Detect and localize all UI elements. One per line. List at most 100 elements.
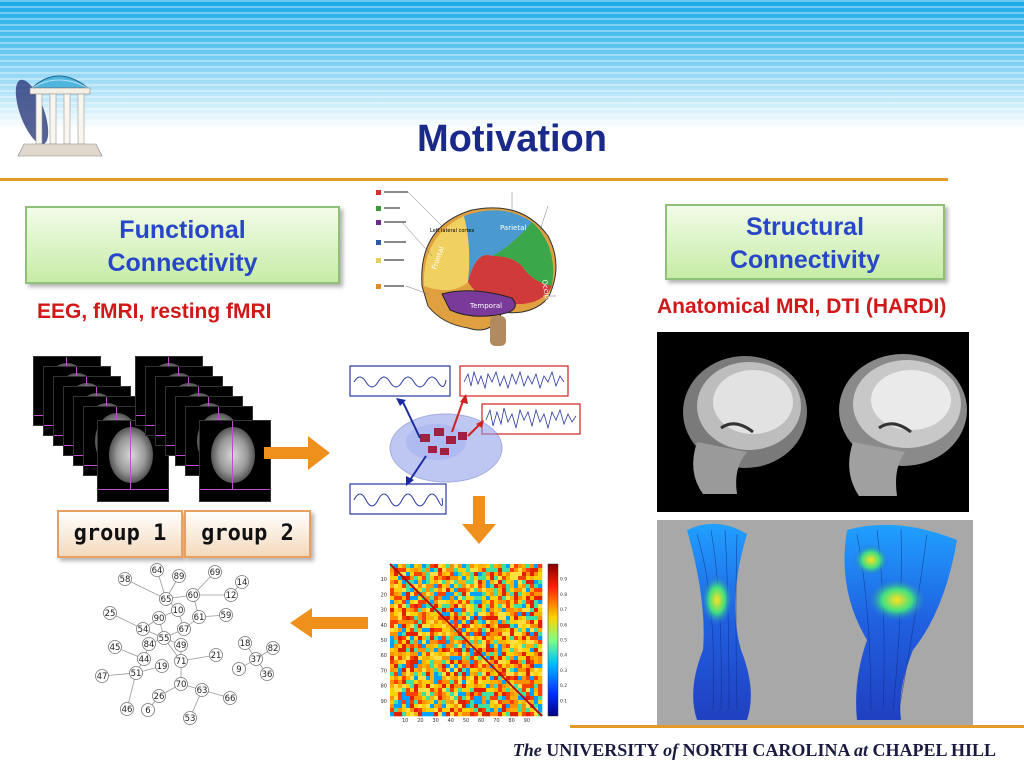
functional-connectivity-heading: Functional Connectivity bbox=[25, 206, 340, 284]
network-node: 53 bbox=[183, 711, 197, 725]
colorbar-tick: 0.1 bbox=[560, 698, 567, 704]
colorbar-tick: 0.2 bbox=[560, 683, 567, 689]
svg-text:49: 49 bbox=[176, 641, 187, 651]
matrix-x-tick: 60 bbox=[478, 718, 484, 724]
svg-text:69: 69 bbox=[210, 568, 221, 578]
colorbar-tick: 0.9 bbox=[560, 577, 567, 583]
matrix-x-tick: 30 bbox=[432, 718, 438, 724]
network-node: 65 bbox=[159, 592, 173, 606]
lobe-legend bbox=[376, 190, 408, 289]
network-node: 82 bbox=[266, 641, 280, 655]
page-title: Motivation bbox=[417, 118, 607, 160]
network-node: 14 bbox=[235, 575, 249, 589]
matrix-y-tick: 10 bbox=[381, 577, 387, 583]
svg-text:64: 64 bbox=[152, 566, 163, 576]
svg-text:65: 65 bbox=[161, 595, 172, 605]
fmri-stack-group2 bbox=[135, 356, 271, 506]
network-node: 26 bbox=[152, 689, 166, 703]
network-node: 19 bbox=[155, 659, 169, 673]
svg-text:37: 37 bbox=[251, 655, 262, 665]
anatomical-mri-image bbox=[657, 332, 969, 512]
university-footer: The UNIVERSITY of NORTH CAROLINA at CHAP… bbox=[512, 740, 996, 760]
network-node: 18 bbox=[238, 636, 252, 650]
svg-text:45: 45 bbox=[110, 643, 121, 653]
colorbar-tick: 0.4 bbox=[560, 653, 567, 659]
svg-text:66: 66 bbox=[225, 694, 236, 704]
network-node: 69 bbox=[208, 565, 222, 579]
svg-text:60: 60 bbox=[188, 591, 199, 601]
svg-text:84: 84 bbox=[144, 640, 155, 650]
matrix-y-tick: 40 bbox=[381, 623, 387, 629]
svg-text:19: 19 bbox=[157, 662, 168, 672]
old-well-logo bbox=[15, 75, 103, 157]
network-node: 46 bbox=[120, 702, 134, 716]
network-node: 25 bbox=[103, 606, 117, 620]
matrix-y-tick: 60 bbox=[381, 653, 387, 659]
brain-label-parietal: Parietal bbox=[500, 224, 526, 232]
svg-text:61: 61 bbox=[194, 613, 205, 623]
network-node: 12 bbox=[224, 588, 238, 602]
timeseries-box-3 bbox=[481, 403, 581, 435]
svg-text:44: 44 bbox=[139, 655, 150, 665]
matrix-x-tick: 80 bbox=[508, 718, 514, 724]
timeseries-figure bbox=[349, 365, 581, 515]
svg-text:90: 90 bbox=[154, 614, 165, 624]
down-arrow bbox=[462, 496, 496, 544]
svg-text:89: 89 bbox=[174, 572, 185, 582]
svg-text:12: 12 bbox=[226, 591, 237, 601]
svg-text:67: 67 bbox=[179, 625, 190, 635]
structural-connectivity-heading: Structural Connectivity bbox=[665, 204, 945, 280]
network-node: 58 bbox=[118, 572, 132, 586]
network-node: 51 bbox=[129, 666, 143, 680]
matrix-x-tick: 40 bbox=[448, 718, 454, 724]
svg-text:25: 25 bbox=[105, 609, 116, 619]
svg-text:14: 14 bbox=[237, 578, 248, 588]
bottom-divider bbox=[570, 725, 1024, 728]
svg-text:9: 9 bbox=[236, 665, 241, 675]
matrix-x-tick: 70 bbox=[493, 718, 499, 724]
matrix-x-tick: 90 bbox=[524, 718, 530, 724]
network-node: 10 bbox=[171, 603, 185, 617]
top-divider bbox=[0, 178, 948, 181]
svg-text:53: 53 bbox=[185, 714, 196, 724]
network-node: 36 bbox=[260, 667, 274, 681]
colorbar-tick: 0.8 bbox=[560, 592, 567, 598]
svg-text:63: 63 bbox=[197, 686, 208, 696]
svg-text:21: 21 bbox=[211, 651, 222, 661]
matrix-x-tick: 20 bbox=[417, 718, 423, 724]
svg-text:47: 47 bbox=[97, 672, 108, 682]
network-node: 90 bbox=[152, 611, 166, 625]
group-2-label[interactable]: group 2 bbox=[184, 510, 311, 558]
functional-subtitle: EEG, fMRI, resting fMRI bbox=[37, 300, 272, 323]
colorbar bbox=[547, 563, 559, 717]
matrix-y-tick: 90 bbox=[381, 699, 387, 705]
network-node: 37 bbox=[249, 652, 263, 666]
network-node: 47 bbox=[95, 669, 109, 683]
network-node: 59 bbox=[219, 608, 233, 622]
network-node: 49 bbox=[174, 638, 188, 652]
svg-text:18: 18 bbox=[240, 639, 251, 649]
timeseries-box-4 bbox=[349, 483, 447, 515]
colorbar-tick: 0.7 bbox=[560, 607, 567, 613]
group-1-label[interactable]: group 1 bbox=[57, 510, 183, 558]
network-node: 71 bbox=[174, 654, 188, 668]
network-node: 64 bbox=[150, 563, 164, 577]
colorbar-tick: 0.6 bbox=[560, 622, 567, 628]
svg-text:54: 54 bbox=[138, 625, 149, 635]
structural-subtitle: Anatomical MRI, DTI (HARDI) bbox=[657, 295, 947, 318]
matrix-y-tick: 30 bbox=[381, 608, 387, 614]
network-node: 89 bbox=[172, 569, 186, 583]
svg-text:82: 82 bbox=[268, 644, 279, 654]
network-node: 61 bbox=[192, 610, 206, 624]
left-arrow bbox=[290, 608, 368, 638]
fmri-stack-group1 bbox=[33, 356, 169, 506]
header-band bbox=[0, 0, 1024, 130]
matrix-y-tick: 80 bbox=[381, 684, 387, 690]
network-node: 70 bbox=[174, 677, 188, 691]
dti-tractography-image bbox=[657, 520, 973, 725]
matrix-x-tick: 10 bbox=[402, 718, 408, 724]
svg-text:10: 10 bbox=[173, 606, 184, 616]
svg-text:58: 58 bbox=[120, 575, 131, 585]
